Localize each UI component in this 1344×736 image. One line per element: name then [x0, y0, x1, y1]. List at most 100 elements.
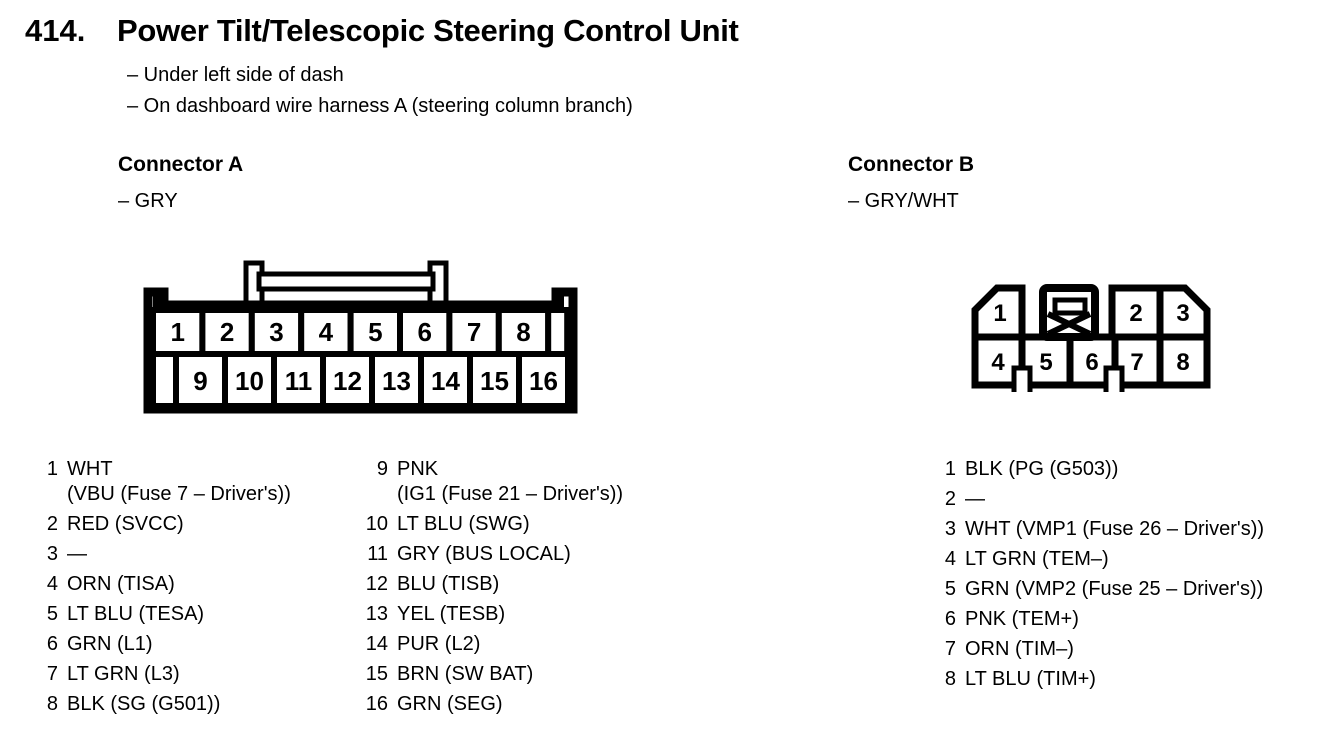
- pin-label: BLU (TISB): [397, 573, 500, 595]
- blank-cavity-left: [150, 351, 179, 409]
- pin-number: 2: [46, 513, 58, 535]
- pin-cavity-a3: [248, 307, 305, 357]
- key-feature-cross: [1046, 311, 1092, 337]
- pin-cavity-b3: [1156, 284, 1211, 341]
- pin-cavity-b8: [1156, 333, 1211, 389]
- pin-number: 15: [365, 663, 388, 685]
- cavity-number: 8: [1176, 349, 1189, 376]
- pin-cavity-a10: [222, 351, 277, 409]
- pin-row: 13 YEL (TESB): [362, 602, 692, 627]
- pin-cavity-a8: [495, 307, 552, 357]
- pin-cavity-b1: [971, 284, 1026, 341]
- pin-number: 9: [376, 458, 388, 480]
- connector-b-heading: Connector B: [848, 153, 974, 176]
- pin-cavity-b2: [1108, 284, 1164, 341]
- pin-number: 2: [944, 488, 956, 510]
- pin-label: YEL (TESB): [397, 603, 506, 625]
- cavity-number: 11: [285, 366, 313, 396]
- pin-number: 5: [944, 578, 956, 600]
- pin-number: 13: [365, 603, 388, 625]
- bottom-notch-right: [1103, 365, 1125, 392]
- pin-row: 5 LT BLU (TESA): [36, 602, 351, 627]
- pin-label: WHT (VMP1 (Fuse 26 – Driver's)): [965, 518, 1265, 540]
- pin-number: 5: [46, 603, 58, 625]
- pin-wire-color: PNK: [397, 458, 439, 480]
- pin-row: 3 —: [36, 542, 351, 567]
- pin-label: LT BLU (TIM+): [965, 668, 1096, 690]
- location-note-1: – Under left side of dash: [127, 64, 344, 86]
- index-stub-left: [153, 295, 165, 308]
- pin-label: LT GRN (L3): [67, 663, 180, 685]
- pin-number: 8: [46, 693, 58, 715]
- bottom-notch-left: [1011, 365, 1033, 392]
- pin-number: 3: [46, 543, 58, 565]
- pin-number: 16: [365, 693, 388, 715]
- pin-row: 3 WHT (VMP1 (Fuse 26 – Driver's)): [936, 517, 1340, 542]
- cavity-number: 2: [220, 317, 234, 347]
- pin-label: GRN (VMP2 (Fuse 25 – Driver's)): [965, 578, 1264, 600]
- connector-a-diagram: 1 2 3 4 5 6 7 8 9 10 11 12 13 14 15 16: [143, 260, 578, 414]
- cavity-number: 16: [529, 366, 558, 396]
- pin-row: 5 GRN (VMP2 (Fuse 25 – Driver's)): [936, 577, 1340, 602]
- pin-number: 4: [46, 573, 58, 595]
- pin-label: —: [67, 543, 87, 565]
- pin-label: LT BLU (SWG): [397, 513, 530, 535]
- pin-row: 14 PUR (L2): [362, 632, 692, 657]
- pin-number: 4: [944, 548, 956, 570]
- pin-label: ORN (TIM–): [965, 638, 1074, 660]
- pin-row: 6 GRN (L1): [36, 632, 351, 657]
- pin-signal: (IG1 (Fuse 21 – Driver's)): [397, 483, 624, 505]
- cavity-number: 13: [382, 366, 411, 396]
- pin-number: 6: [46, 633, 58, 655]
- pin-label: ORN (TISA): [67, 573, 175, 595]
- pin-number: 1: [944, 458, 956, 480]
- pin-cavity-a12: [320, 351, 375, 409]
- pin-row: 2 RED (SVCC): [36, 512, 351, 537]
- pin-label: GRN (L1): [67, 633, 153, 655]
- pin-label: RED (SVCC): [67, 513, 184, 535]
- pin-row: 8 LT BLU (TIM+): [936, 667, 1340, 692]
- pin-row: 1 BLK (PG (G503)): [936, 457, 1340, 482]
- pin-label: GRN (SEG): [397, 693, 503, 715]
- pin-number: 1: [46, 458, 58, 480]
- pin-row: 4 ORN (TISA): [36, 572, 351, 597]
- pin-cavity-a11: [271, 351, 326, 409]
- pin-signal: (VBU (Fuse 7 – Driver's)): [67, 483, 291, 505]
- pin-cavity-a16: [516, 351, 571, 409]
- key-feature-slot: [1052, 297, 1088, 316]
- cavity-number: 12: [333, 366, 362, 396]
- page-number: 414.: [25, 13, 86, 48]
- cavity-number: 3: [1176, 300, 1189, 327]
- pin-label: PUR (L2): [397, 633, 481, 655]
- cavity-number: 8: [516, 317, 530, 347]
- cavity-number: 1: [993, 300, 1006, 327]
- pin-label: BLK (SG (G501)): [67, 693, 221, 715]
- connector-a-pin-list-left: 1 WHT (VBU (Fuse 7 – Driver's)) 2 RED (S…: [36, 457, 351, 722]
- cavity-number: 6: [417, 317, 431, 347]
- index-stub-right: [552, 295, 564, 308]
- cavity-number: 7: [1130, 349, 1143, 376]
- blank-cavity-right: [545, 307, 571, 357]
- pin-row: 1 WHT (VBU (Fuse 7 – Driver's)): [36, 457, 351, 507]
- pin-label: —: [965, 488, 985, 510]
- pin-number: 14: [365, 633, 388, 655]
- pin-number: 8: [944, 668, 956, 690]
- pin-row: 6 PNK (TEM+): [936, 607, 1340, 632]
- pin-label: BRN (SW BAT): [397, 663, 534, 685]
- pin-number: 11: [367, 543, 388, 565]
- pin-label: PNK (IG1 (Fuse 21 – Driver's)): [397, 457, 692, 507]
- pin-number: 6: [944, 608, 956, 630]
- location-note-2: – On dashboard wire harness A (steering …: [127, 95, 633, 117]
- pin-label: LT BLU (TESA): [67, 603, 205, 625]
- cavity-number: 10: [235, 366, 264, 396]
- pin-row: 16 GRN (SEG): [362, 692, 692, 717]
- connector-a-heading: Connector A: [118, 153, 244, 176]
- pin-row: 2 —: [936, 487, 1340, 512]
- page-title: Power Tilt/Telescopic Steering Control U…: [117, 13, 739, 48]
- pin-label: LT GRN (TEM–): [965, 548, 1109, 570]
- pin-cavity-a7: [446, 307, 502, 357]
- cavity-number: 6: [1085, 349, 1098, 376]
- connector-b-pin-list: 1 BLK (PG (G503)) 2 — 3 WHT (VMP1 (Fuse …: [936, 457, 1340, 697]
- pin-row: 9 PNK (IG1 (Fuse 21 – Driver's)): [362, 457, 692, 507]
- pin-number: 10: [365, 513, 388, 535]
